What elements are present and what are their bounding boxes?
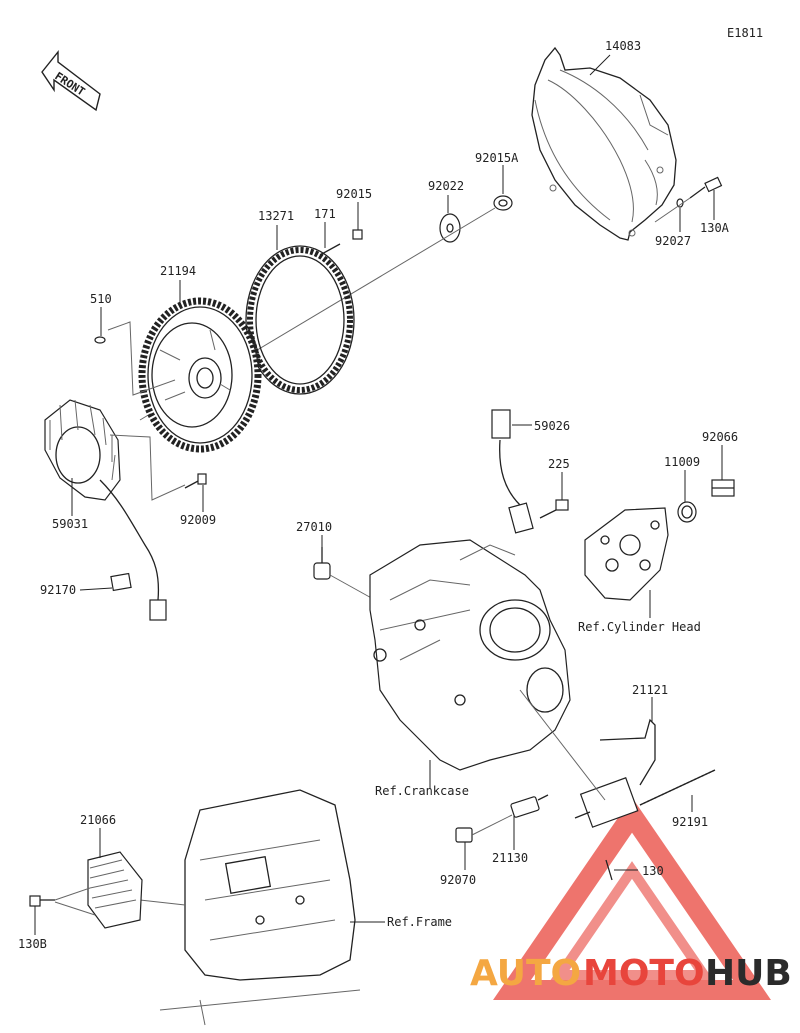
label-171: 171 (314, 207, 336, 221)
label-21130: 21130 (492, 851, 528, 865)
generator-cover (531, 46, 677, 241)
label-92027: 92027 (655, 234, 691, 248)
spring-92191 (639, 769, 716, 806)
regulator-21066 (87, 851, 143, 929)
sensor-21130 (510, 794, 549, 818)
label-59031: 59031 (52, 517, 88, 531)
gasket-11009 (677, 501, 697, 523)
ring-gear-13271 (245, 245, 355, 395)
stator-59031 (44, 399, 160, 601)
ignition-coil-21121 (574, 718, 656, 828)
bolt-130a (689, 176, 723, 199)
automotohub-watermark: AUTO MOTO HUB (470, 797, 792, 1000)
label-92015: 92015 (336, 187, 372, 201)
washer-92022 (439, 213, 461, 243)
sensor-59026 (491, 409, 534, 534)
nut-92015a (493, 195, 513, 211)
label-ref-frame: Ref.Frame (387, 915, 452, 929)
label-225: 225 (548, 457, 570, 471)
watermark-moto: MOTO (583, 953, 705, 994)
bolt-130b (29, 895, 55, 907)
diagram-code: E1811 (727, 26, 763, 40)
label-92070: 92070 (440, 873, 476, 887)
label-59026: 59026 (534, 419, 570, 433)
bolt-225 (539, 499, 569, 519)
label-92015a: 92015A (475, 151, 519, 165)
bolt-130 (605, 859, 613, 881)
label-21066: 21066 (80, 813, 116, 827)
label-130: 130 (642, 864, 664, 878)
label-92009: 92009 (180, 513, 216, 527)
label-130b: 130B (18, 937, 47, 951)
label-92022: 92022 (428, 179, 464, 193)
plug-92066 (711, 479, 735, 497)
bolt-92009 (184, 473, 207, 489)
label-14083: 14083 (605, 39, 641, 53)
label-ref-cylinder-head: Ref.Cylinder Head (578, 620, 701, 634)
label-11009: 11009 (664, 455, 700, 469)
label-13271: 13271 (258, 209, 294, 223)
rotor-flywheel-21194 (138, 297, 262, 453)
label-92191: 92191 (672, 815, 708, 829)
label-92170: 92170 (40, 583, 76, 597)
watermark-auto: AUTO (470, 953, 581, 994)
clamp-92170 (110, 572, 132, 592)
label-27010: 27010 (296, 520, 332, 534)
crankcase (369, 539, 571, 771)
switch-27010 (313, 547, 331, 580)
label-21121: 21121 (632, 683, 668, 697)
label-21194: 21194 (160, 264, 196, 278)
nut-92015 (352, 229, 363, 240)
frame (139, 789, 361, 1026)
cylinder-head (584, 507, 669, 601)
label-130a: 130A (700, 221, 730, 235)
stator-connector (149, 599, 167, 621)
plug-92070 (455, 827, 473, 843)
label-510: 510 (90, 292, 112, 306)
label-92066: 92066 (702, 430, 738, 444)
key-510 (94, 336, 106, 344)
front-arrow: FRONT (41, 50, 101, 112)
label-ref-crankcase: Ref.Crankcase (375, 784, 469, 798)
watermark-hub: HUB (705, 953, 792, 994)
